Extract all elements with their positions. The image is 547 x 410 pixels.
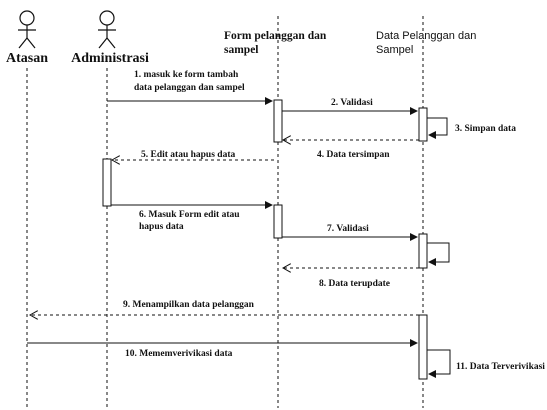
message-9-label: 9. Menampilkan data pelanggan — [123, 300, 255, 310]
activation-bars — [102, 99, 428, 380]
object-form-label-line1: Form pelanggan dan — [224, 30, 327, 42]
message-10-label: 10. Mememverivikasi data — [125, 349, 233, 359]
actor-atasan: Atasan — [6, 10, 48, 66]
message-6-label-line2: hapus data — [139, 222, 184, 232]
actor-administrasi: Administrasi — [71, 10, 149, 66]
message-2-label: 2. Validasi — [331, 98, 373, 108]
message-3-arrow — [427, 117, 448, 139]
message-8-label: 8. Data terupdate — [319, 279, 390, 289]
message-3-label: 3. Simpan data — [455, 124, 516, 134]
activation-admin-1 — [102, 158, 112, 207]
message-5-label: 5. Edit atau hapus data — [141, 150, 235, 160]
actor-head-icon — [99, 10, 115, 26]
object-form-label-line2: sampel — [224, 44, 259, 56]
object-form: Form pelanggan dan sampel — [224, 30, 327, 56]
activation-form-1 — [273, 99, 283, 143]
message-1-label-line2: data pelanggan dan sampel — [134, 83, 245, 93]
object-data-label-line2: Sampel — [376, 44, 413, 56]
message-4-label: 4. Data tersimpan — [317, 150, 390, 160]
message-6-label: 6. Masuk Form edit atau — [139, 210, 240, 220]
activation-data-1 — [418, 107, 428, 142]
message-arrows — [27, 97, 451, 378]
actor-label-administrasi: Administrasi — [71, 51, 149, 66]
message-7-label: 7. Validasi — [327, 224, 369, 234]
object-data-label-line1: Data Pelanggan dan — [376, 30, 476, 42]
message-labels: 1. masuk ke form tambah data pelanggan d… — [123, 70, 545, 372]
message-11-arrow — [427, 349, 451, 378]
activation-data-3 — [418, 314, 428, 380]
actor-head-icon — [19, 10, 35, 26]
message-11-label: 11. Data Terverivikasi — [456, 362, 545, 372]
actor-label-atasan: Atasan — [6, 51, 48, 66]
message-1-label: 1. masuk ke form tambah — [134, 70, 239, 80]
message-7-self-arrow — [427, 242, 450, 266]
activation-data-2 — [418, 233, 428, 269]
object-data: Data Pelanggan dan Sampel — [376, 30, 476, 56]
activation-form-2 — [273, 204, 283, 239]
